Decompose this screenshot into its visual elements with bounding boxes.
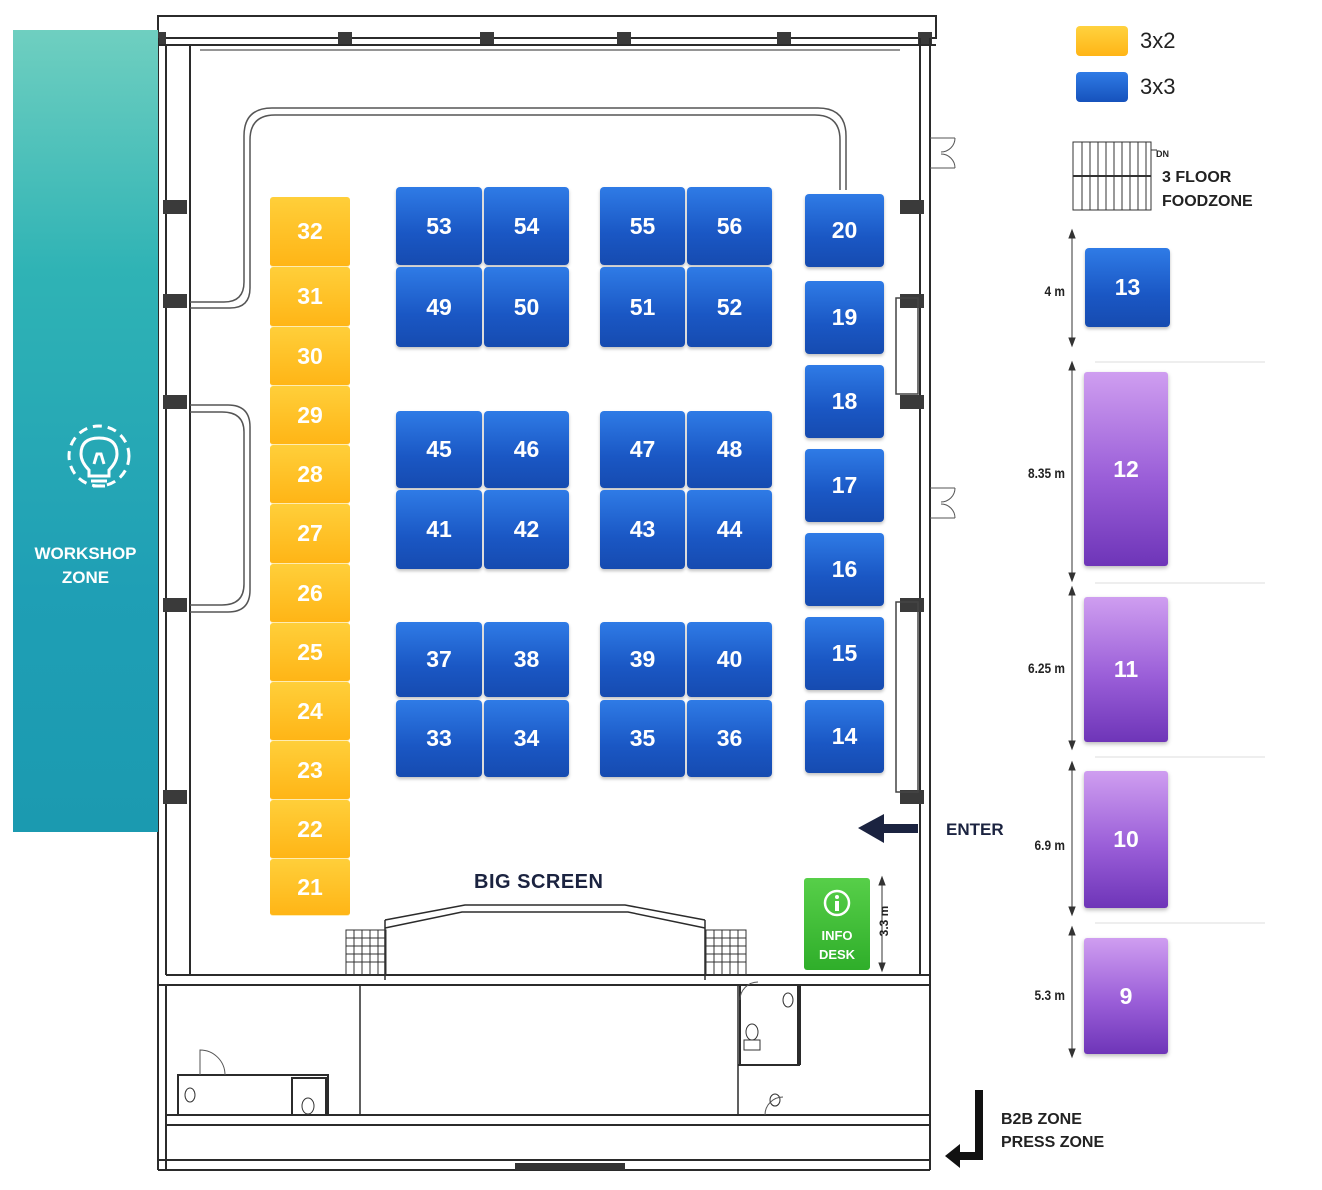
info-desk-label: INFO DESK bbox=[804, 926, 870, 964]
booth-25[interactable]: 25 bbox=[270, 623, 350, 682]
bottom-vents bbox=[515, 1163, 625, 1170]
booth-43[interactable]: 43 bbox=[600, 490, 685, 569]
stage-stairs bbox=[345, 929, 747, 976]
window-frames bbox=[895, 297, 919, 793]
booth-9[interactable]: 9 bbox=[1084, 938, 1168, 1054]
booth-36[interactable]: 36 bbox=[687, 700, 772, 777]
booth-11-dimension: 6.25 m bbox=[1027, 660, 1065, 676]
corridor-outline bbox=[190, 107, 847, 613]
stairs-direction: DN bbox=[1156, 149, 1169, 159]
booth-35[interactable]: 35 bbox=[600, 700, 685, 777]
workshop-zone[interactable]: WORKSHOP ZONE bbox=[13, 30, 158, 832]
booth-12[interactable]: 12 bbox=[1084, 372, 1168, 566]
booth-13-dimension: 4 m bbox=[1044, 283, 1065, 299]
booth-24[interactable]: 24 bbox=[270, 682, 350, 741]
legend-label-3x3: 3x3 bbox=[1140, 74, 1176, 99]
booth-15[interactable]: 15 bbox=[805, 617, 884, 690]
booth-41[interactable]: 41 bbox=[396, 490, 482, 569]
booth-47[interactable]: 47 bbox=[600, 411, 685, 488]
info-desk[interactable]: INFO DESK bbox=[804, 878, 870, 970]
legend-label-3x2: 3x2 bbox=[1140, 28, 1176, 53]
booth-38[interactable]: 38 bbox=[484, 622, 569, 697]
stairs-label-line1: 3 FLOOR bbox=[1162, 169, 1232, 186]
info-desk-label-line2: DESK bbox=[818, 947, 856, 962]
workshop-label-line1: WORKSHOP bbox=[34, 544, 137, 563]
booth-31[interactable]: 31 bbox=[270, 267, 350, 327]
booth-30[interactable]: 30 bbox=[270, 327, 350, 386]
top-wall bbox=[157, 15, 937, 51]
door-swings bbox=[930, 137, 956, 519]
booth-53[interactable]: 53 bbox=[396, 187, 482, 265]
stage bbox=[359, 904, 739, 1115]
info-desk-label-line1: INFO bbox=[821, 928, 853, 943]
booth-10-dimension: 6.9 m bbox=[1034, 837, 1065, 853]
booth-19[interactable]: 19 bbox=[805, 281, 884, 354]
dimension-lines bbox=[878, 228, 1265, 1059]
booth-13[interactable]: 13 bbox=[1085, 248, 1170, 327]
booth-12-dimension: 8.35 m bbox=[1027, 465, 1065, 481]
booth-54[interactable]: 54 bbox=[484, 187, 569, 265]
info-icon bbox=[823, 889, 851, 917]
booth-40[interactable]: 40 bbox=[687, 622, 772, 697]
booth-18[interactable]: 18 bbox=[805, 365, 884, 438]
booth-33[interactable]: 33 bbox=[396, 700, 482, 777]
booth-21[interactable]: 21 bbox=[270, 859, 350, 916]
info-desk-dimension: 3.3 m bbox=[877, 905, 891, 937]
booth-55[interactable]: 55 bbox=[600, 187, 685, 265]
press-zone-label: PRESS ZONE bbox=[1001, 1134, 1105, 1151]
booth-28[interactable]: 28 bbox=[270, 445, 350, 504]
hall-walls bbox=[157, 38, 931, 1170]
booth-50[interactable]: 50 bbox=[484, 267, 569, 347]
enter-label: ENTER bbox=[946, 820, 1004, 839]
booth-20[interactable]: 20 bbox=[805, 194, 884, 267]
booth-17[interactable]: 17 bbox=[805, 449, 884, 522]
lower-rooms bbox=[158, 984, 930, 1171]
booth-16[interactable]: 16 bbox=[805, 533, 884, 606]
booth-14[interactable]: 14 bbox=[805, 700, 884, 773]
small-doors bbox=[199, 981, 784, 1116]
booth-46[interactable]: 46 bbox=[484, 411, 569, 488]
booth-39[interactable]: 39 bbox=[600, 622, 685, 697]
lightbulb-gear-icon bbox=[67, 424, 131, 488]
booth-29[interactable]: 29 bbox=[270, 386, 350, 445]
stairs-label: 3 FLOOR FOODZONE bbox=[1162, 166, 1253, 214]
booth-22[interactable]: 22 bbox=[270, 800, 350, 859]
booth-23[interactable]: 23 bbox=[270, 741, 350, 800]
booth-9-dimension: 5.3 m bbox=[1034, 987, 1065, 1003]
restroom-fixtures bbox=[184, 992, 794, 1115]
booth-45[interactable]: 45 bbox=[396, 411, 482, 488]
enter-arrow bbox=[858, 814, 918, 843]
booth-49[interactable]: 49 bbox=[396, 267, 482, 347]
stairs-label-line2: FOODZONE bbox=[1162, 193, 1253, 210]
booth-56[interactable]: 56 bbox=[687, 187, 772, 265]
big-screen-label: BIG SCREEN bbox=[474, 871, 604, 893]
booth-10[interactable]: 10 bbox=[1084, 771, 1168, 908]
legend-swatch-3x3 bbox=[1076, 72, 1128, 102]
wall-pillars bbox=[163, 200, 924, 804]
booth-44[interactable]: 44 bbox=[687, 490, 772, 569]
booth-52[interactable]: 52 bbox=[687, 267, 772, 347]
workshop-label-line2: ZONE bbox=[61, 568, 110, 587]
booth-26[interactable]: 26 bbox=[270, 564, 350, 623]
booth-27[interactable]: 27 bbox=[270, 504, 350, 564]
booth-51[interactable]: 51 bbox=[600, 267, 685, 347]
legend-swatch-3x2 bbox=[1076, 26, 1128, 56]
b2b-zone-label: B2B ZONE bbox=[1001, 1111, 1082, 1128]
booth-48[interactable]: 48 bbox=[687, 411, 772, 488]
booth-34[interactable]: 34 bbox=[484, 700, 569, 777]
workshop-label: WORKSHOP ZONE bbox=[13, 542, 158, 590]
exit-zones-label: B2B ZONE PRESS ZONE bbox=[1001, 1108, 1104, 1154]
booth-32[interactable]: 32 bbox=[270, 197, 350, 267]
exit-arrow-icon bbox=[945, 1090, 983, 1168]
booth-42[interactable]: 42 bbox=[484, 490, 569, 569]
booth-11[interactable]: 11 bbox=[1084, 597, 1168, 742]
stairs-icon bbox=[1072, 141, 1157, 211]
booth-37[interactable]: 37 bbox=[396, 622, 482, 697]
